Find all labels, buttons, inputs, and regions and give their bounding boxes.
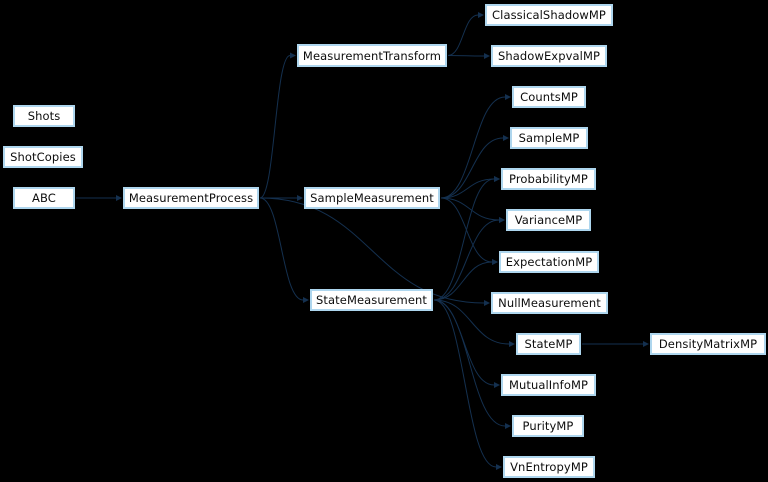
class-node-VnEntropyMP[interactable]: VnEntropyMP	[503, 456, 595, 478]
edge-MeasurementProcess-MeasurementTransform	[259, 55, 291, 199]
class-node-MeasurementProcess[interactable]: MeasurementProcess	[123, 187, 259, 209]
edge-StateMeasurement-VnEntropyMP	[433, 299, 497, 468]
arrowhead-icon	[484, 300, 490, 306]
edge-MeasurementProcess-StateMeasurement	[259, 197, 304, 301]
arrowhead-icon	[484, 53, 490, 59]
arrowhead-icon	[505, 423, 511, 429]
edge-StateMeasurement-MutualInfoMP	[433, 299, 495, 386]
class-node-ProbabilityMP[interactable]: ProbabilityMP	[501, 168, 596, 190]
arrowhead-icon	[503, 135, 509, 141]
class-node-PurityMP[interactable]: PurityMP	[512, 415, 584, 437]
edge-StateMeasurement-ProbabilityMP	[433, 178, 495, 301]
class-node-SampleMeasurement[interactable]: SampleMeasurement	[304, 187, 440, 209]
class-node-StateMP[interactable]: StateMP	[516, 333, 581, 355]
edge-SampleMeasurement-ProbabilityMP	[440, 178, 495, 199]
class-node-CountsMP[interactable]: CountsMP	[512, 86, 586, 108]
arrowhead-icon	[499, 217, 505, 223]
class-node-Shots[interactable]: Shots	[13, 105, 75, 127]
arrowhead-icon	[494, 176, 500, 182]
arrowhead-icon	[290, 52, 296, 59]
arrowhead-icon	[492, 259, 498, 265]
arrowhead-icon	[297, 195, 303, 201]
edge-MeasurementTransform-ClassicalShadowMP	[447, 14, 479, 56]
class-node-NullMeasurement[interactable]: NullMeasurement	[491, 292, 608, 314]
arrowhead-icon	[496, 464, 502, 470]
arrowhead-icon	[494, 382, 500, 388]
class-node-ClassicalShadowMP[interactable]: ClassicalShadowMP	[485, 4, 613, 26]
class-node-DensityMatrixMP[interactable]: DensityMatrixMP	[650, 333, 766, 355]
edge-SampleMeasurement-VarianceMP	[440, 197, 500, 221]
edge-SampleMeasurement-CountsMP	[440, 96, 506, 199]
edge-StateMeasurement-PurityMP	[433, 299, 506, 427]
edge-MeasurementProcess-NullMeasurement	[259, 197, 485, 304]
edge-StateMeasurement-ExpectationMP	[433, 261, 493, 301]
arrowhead-icon	[505, 94, 511, 100]
arrowhead-icon	[509, 341, 515, 347]
class-node-MeasurementTransform[interactable]: MeasurementTransform	[297, 44, 447, 67]
class-node-ShotCopies[interactable]: ShotCopies	[3, 146, 83, 168]
class-node-ExpectationMP[interactable]: ExpectationMP	[499, 251, 599, 273]
arrowhead-icon	[478, 12, 484, 18]
arrowhead-icon	[643, 341, 649, 347]
class-node-ABC[interactable]: ABC	[13, 187, 75, 209]
class-node-StateMeasurement[interactable]: StateMeasurement	[310, 289, 433, 311]
edge-MeasurementTransform-ShadowExpvalMP	[447, 55, 485, 57]
class-node-ShadowExpvalMP[interactable]: ShadowExpvalMP	[491, 45, 607, 67]
class-node-MutualInfoMP[interactable]: MutualInfoMP	[501, 374, 596, 396]
edge-StateMeasurement-VarianceMP	[433, 219, 500, 301]
edge-SampleMeasurement-SampleMP	[440, 137, 504, 199]
arrowhead-icon	[303, 297, 309, 303]
class-node-SampleMP[interactable]: SampleMP	[510, 127, 588, 149]
arrowhead-icon	[116, 195, 122, 201]
class-node-VarianceMP[interactable]: VarianceMP	[506, 209, 591, 231]
edge-StateMeasurement-StateMP	[433, 299, 510, 345]
